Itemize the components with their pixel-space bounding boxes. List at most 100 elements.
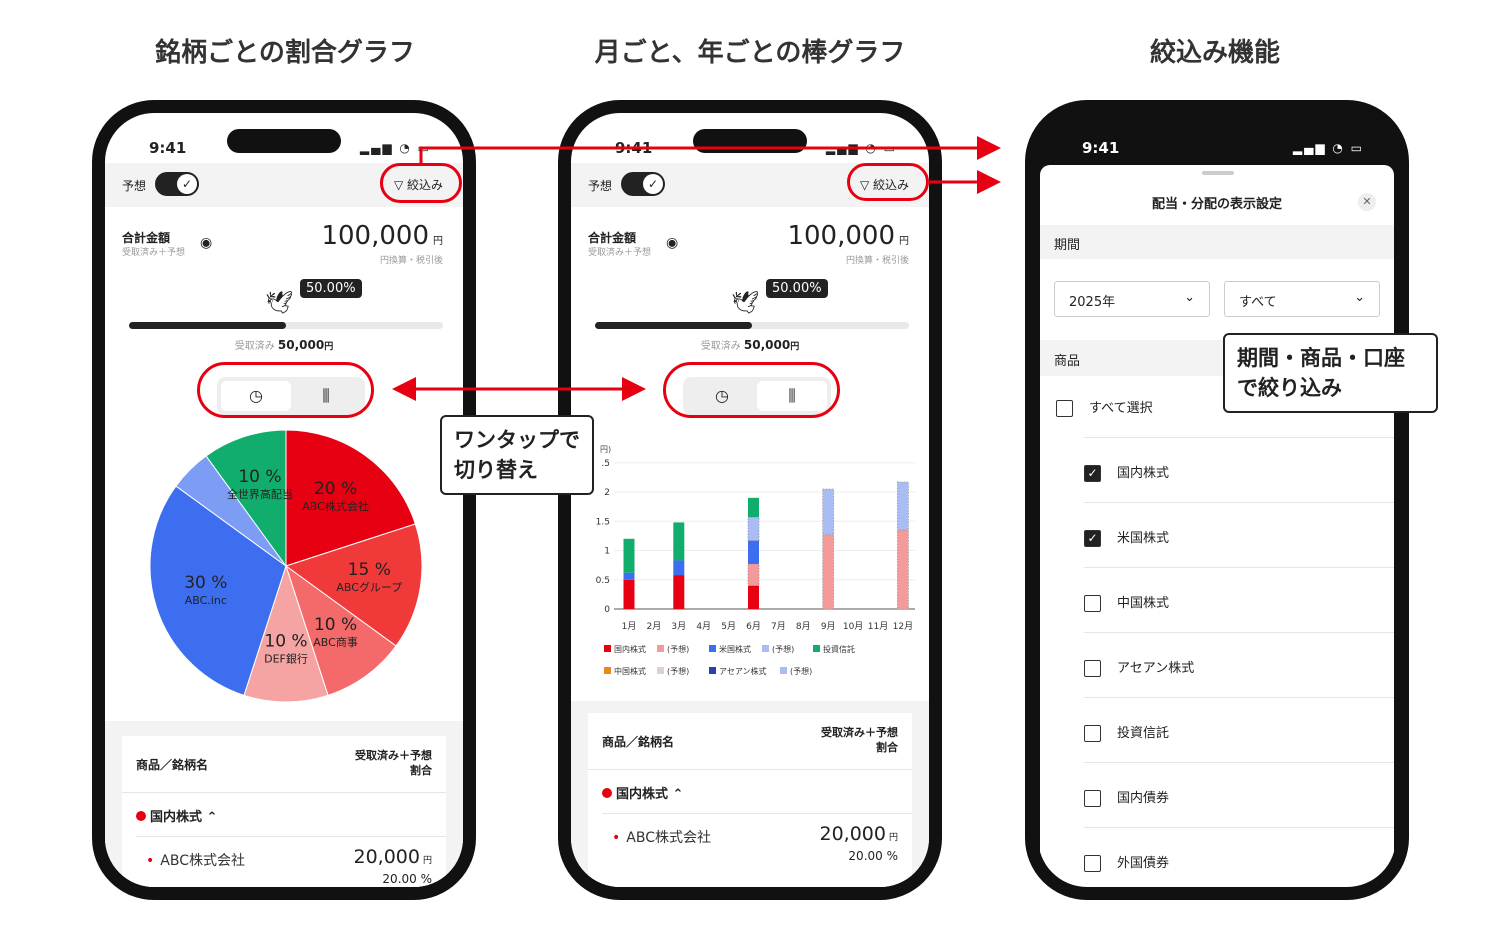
y-tick-label: 0.5: [596, 576, 610, 586]
pie-slice[interactable]: [285, 429, 416, 567]
progress-bubble: 50.00%: [300, 279, 362, 298]
x-tick-label: 7月: [771, 621, 786, 632]
bar-segment[interactable]: [822, 488, 835, 536]
arrow-filter-1: [419, 136, 1001, 163]
callout-toggle: ワンタップで 切り替え: [440, 415, 594, 495]
check-icon: ✓: [177, 174, 197, 194]
product-checkbox[interactable]: ✓国内株式: [1084, 462, 1169, 482]
category-row[interactable]: 国内株式 ⌃: [136, 806, 217, 825]
account-select[interactable]: すべて⌄: [1224, 281, 1380, 317]
col-value: 受取済み＋予想割合: [355, 748, 432, 778]
checkbox-icon: [1084, 725, 1101, 742]
legend-label: (予想): [772, 644, 794, 654]
slice-label: ABCグループ: [336, 580, 402, 594]
bar-segment[interactable]: [623, 572, 635, 580]
slice-label: DEF銀行: [264, 651, 308, 665]
product-checkbox[interactable]: ✓米国株式: [1084, 527, 1169, 547]
product-label: 国内債券: [1117, 791, 1170, 806]
eye-icon[interactable]: ◉: [200, 235, 213, 251]
drag-handle[interactable]: [1202, 171, 1234, 175]
pie-chart-icon[interactable]: ◷: [715, 386, 729, 405]
pie-chart-icon[interactable]: ◷: [221, 381, 291, 411]
heading-pie: 銘柄ごとの割合グラフ: [155, 38, 415, 68]
legend-swatch: [813, 645, 820, 652]
filter-sheet: 配当・分配の表示設定 ✕ 期間 2025年⌄ すべて⌄ 商品 すべて選択 ✓国内…: [1040, 165, 1394, 887]
bar-segment[interactable]: [747, 563, 760, 587]
pie-slice[interactable]: [243, 564, 329, 703]
product-checkbox[interactable]: 国内債券: [1084, 787, 1169, 807]
progress-bar: [129, 322, 443, 329]
top-bar: 予想 ✓ ▽ 絞込み: [105, 163, 463, 207]
checkbox-icon: [1056, 400, 1073, 417]
legend-swatch: [709, 667, 716, 674]
legend-swatch: [780, 667, 787, 674]
pie-slice[interactable]: [285, 564, 397, 696]
col-value: 受取済み＋予想割合: [821, 725, 898, 755]
progress-bubble: 50.00%: [766, 279, 828, 298]
item-pct: 20.00 %: [848, 849, 898, 863]
col-ratio-label: 割合: [876, 741, 898, 754]
bar-segment[interactable]: [896, 529, 909, 610]
bar-segment[interactable]: [822, 534, 835, 610]
pie-slice[interactable]: [284, 523, 423, 647]
bar-segment[interactable]: [896, 481, 909, 531]
sheet-title: 配当・分配の表示設定: [1151, 197, 1282, 212]
amount-value: 100,000: [321, 221, 429, 251]
year-select[interactable]: 2025年⌄: [1054, 281, 1210, 317]
bar-segment[interactable]: [748, 497, 759, 518]
product-label: 米国株式: [1117, 531, 1170, 546]
slice-value: 30 %: [184, 573, 227, 593]
product-checkbox[interactable]: アセアン株式: [1084, 657, 1194, 677]
bar-segment[interactable]: [748, 540, 759, 564]
legend-swatch: [657, 667, 664, 674]
slice-label: ABC株式会社: [302, 499, 369, 513]
bar-segment[interactable]: [673, 575, 685, 609]
forecast-toggle[interactable]: ✓: [621, 172, 665, 196]
total-label: 合計金額: [588, 231, 637, 245]
item-amount-value: 20,000: [353, 846, 420, 868]
y-tick-label: 1: [604, 547, 610, 557]
y-tick-label: 0: [604, 605, 610, 615]
y-tick-label: 1.5: [596, 517, 610, 527]
product-checkbox[interactable]: 投資信託: [1084, 722, 1169, 742]
col-name: 商品／銘柄名: [602, 735, 675, 749]
received-unit: 円: [324, 342, 334, 352]
received-amount: 50,000: [277, 338, 325, 352]
status-time: 9:41: [1082, 139, 1120, 157]
eye-icon[interactable]: ◉: [666, 235, 679, 251]
item-name[interactable]: ABC株式会社: [612, 827, 711, 847]
x-tick-label: 11月: [868, 621, 888, 632]
received: 受取済み 50,000円: [571, 337, 929, 352]
select-all-checkbox[interactable]: すべて選択: [1056, 397, 1153, 417]
bar-segment[interactable]: [623, 538, 635, 573]
category-row[interactable]: 国内株式 ⌃: [602, 783, 683, 802]
legend-swatch: [762, 645, 769, 652]
bar-chart-icon[interactable]: ⫼: [322, 386, 330, 405]
pie-slice[interactable]: [149, 485, 287, 696]
y-axis-label: 円): [600, 445, 611, 454]
chevron-up-icon: ⌃: [206, 810, 218, 825]
bar-segment[interactable]: [673, 560, 685, 576]
x-tick-label: 4月: [696, 621, 711, 632]
checkbox-icon: [1084, 595, 1101, 612]
received-unit: 円: [790, 342, 800, 352]
status-icons: ▂▄▆ ◔ ▭: [1292, 141, 1364, 155]
product-checkbox[interactable]: 中国株式: [1084, 592, 1169, 612]
product-checkbox[interactable]: 外国債券: [1084, 852, 1169, 872]
progress-fill: [595, 322, 752, 329]
forecast-toggle[interactable]: ✓: [155, 172, 199, 196]
heading-filter: 絞込み機能: [1149, 38, 1280, 68]
bar-segment[interactable]: [623, 579, 635, 609]
divider: [1084, 827, 1394, 828]
pie-slice[interactable]: [205, 429, 287, 568]
amount-unit: 円: [433, 236, 443, 247]
bar-segment[interactable]: [747, 516, 760, 541]
close-icon[interactable]: ✕: [1358, 193, 1376, 211]
bar-segment[interactable]: [673, 522, 685, 561]
item-name[interactable]: ABC株式会社: [146, 850, 245, 870]
bar-segment[interactable]: [748, 585, 759, 609]
